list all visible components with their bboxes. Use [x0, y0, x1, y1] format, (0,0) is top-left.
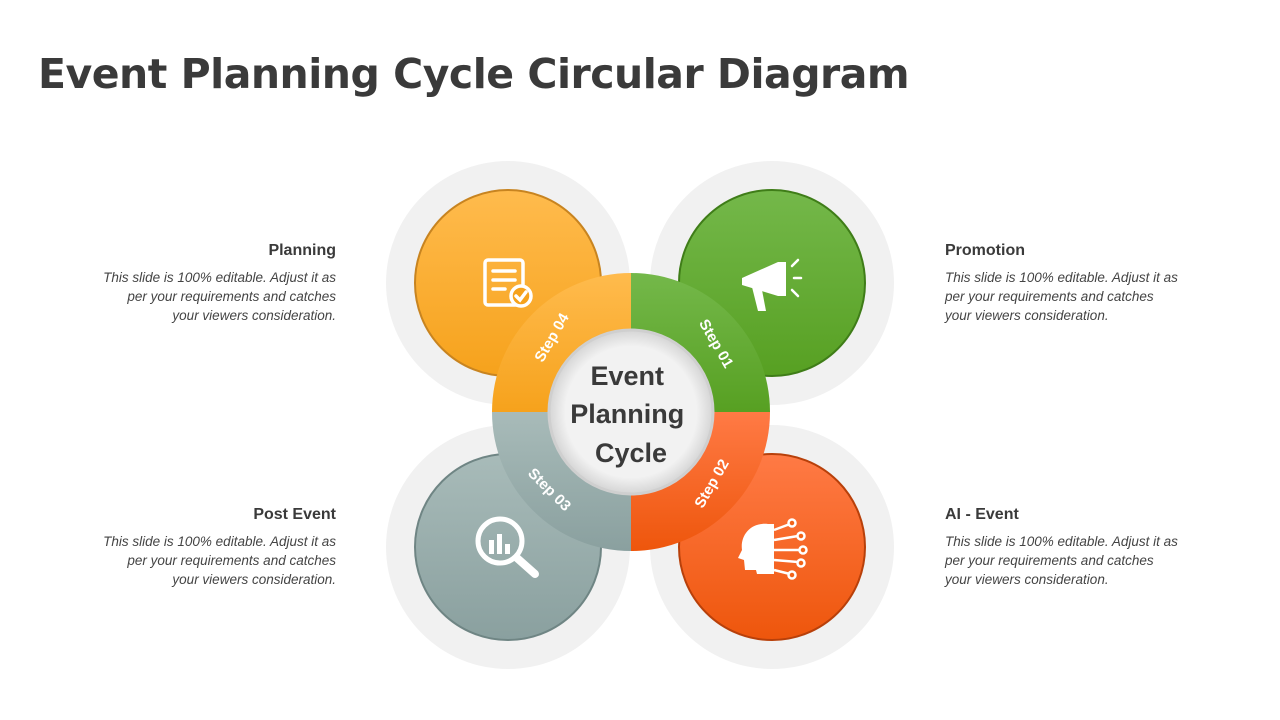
center-label-line: Event [590, 361, 664, 391]
center-label-line: Planning [570, 399, 684, 429]
planning-text: This slide is 100% editable. Adjust it a… [103, 270, 336, 323]
ai-event-heading: AI - Event [945, 506, 1019, 523]
promotion-text: This slide is 100% editable. Adjust it a… [945, 270, 1178, 323]
ai-event-text: This slide is 100% editable. Adjust it a… [945, 534, 1178, 587]
checklist-icon [483, 258, 533, 308]
analytics-search-icon [475, 516, 539, 578]
planning-heading: Planning [268, 242, 336, 259]
center-label-line: Cycle [595, 438, 667, 468]
promotion-block: Promotion This slide is 100% editable. A… [945, 242, 1195, 325]
planning-block: Planning This slide is 100% editable. Ad… [86, 242, 336, 325]
megaphone-icon [742, 258, 803, 311]
svg-text:Event Planning Cycle: Event Planning Cycle [570, 361, 692, 468]
post-event-heading: Post Event [253, 506, 336, 523]
ai-head-icon [738, 518, 808, 580]
post-event-block: Post Event This slide is 100% editable. … [86, 506, 336, 589]
center-circle [547, 328, 715, 496]
page-title: Event Planning Cycle Circular Diagram [38, 50, 910, 98]
post-event-text: This slide is 100% editable. Adjust it a… [103, 534, 336, 587]
ai-event-block: AI - Event This slide is 100% editable. … [945, 506, 1195, 589]
promotion-heading: Promotion [945, 242, 1025, 259]
